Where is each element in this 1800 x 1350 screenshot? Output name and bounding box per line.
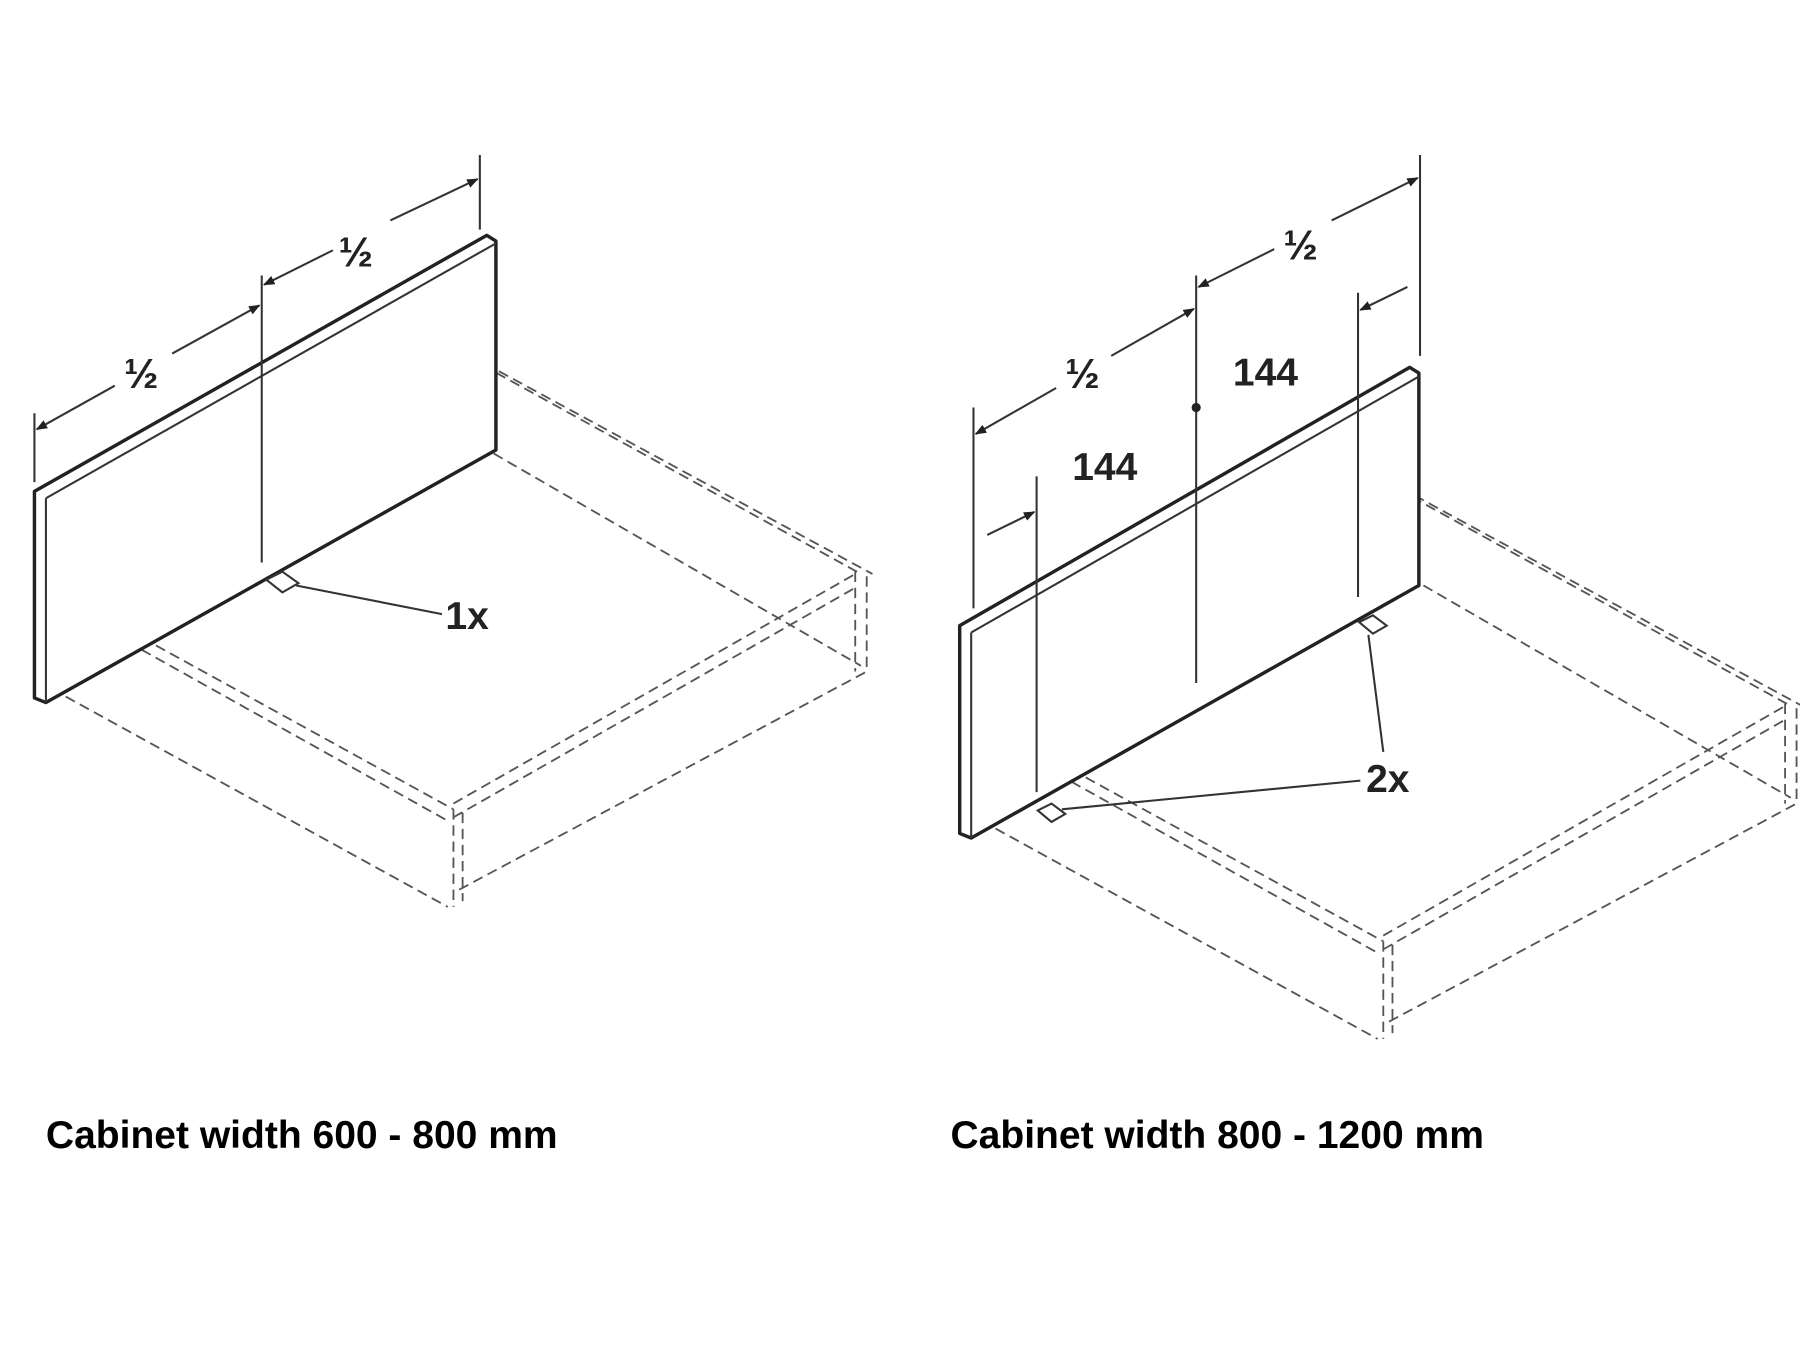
back-panel — [957, 365, 1421, 840]
count-label: 2x — [1366, 758, 1410, 801]
offset-label-2: 144 — [1233, 352, 1298, 395]
back-panel — [32, 233, 498, 705]
leader-line — [1061, 779, 1361, 811]
leader-line — [295, 584, 443, 616]
offset-label-1: 144 — [1072, 446, 1137, 489]
count-label: 1x — [445, 595, 489, 638]
right-diagram: 2x ½ ½ 144 144 Cabinet width 800 - 1200 … — [951, 154, 1800, 1157]
half-label-1: ½ — [1065, 351, 1099, 397]
caption-right: Cabinet width 800 - 1200 mm — [951, 1114, 1484, 1157]
half-label-2: ½ — [339, 229, 373, 275]
leader-line — [1367, 634, 1385, 753]
bracket-icon — [264, 570, 301, 594]
half-label-2: ½ — [1283, 222, 1317, 268]
left-diagram: 1x ½ ½ Cabinet width 600 - 800 mm — [32, 154, 874, 1157]
bracket-icon — [1035, 802, 1068, 824]
caption-left: Cabinet width 600 - 800 mm — [46, 1114, 558, 1157]
half-label-1: ½ — [124, 351, 158, 397]
bracket-icon — [1357, 614, 1389, 635]
